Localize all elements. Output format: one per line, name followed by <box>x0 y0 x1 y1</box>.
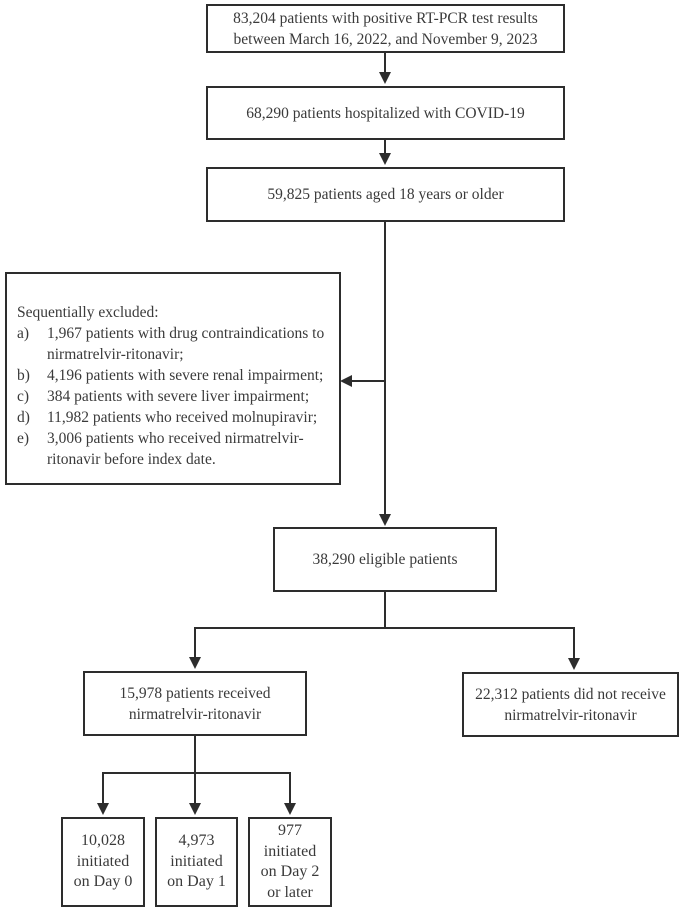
text-line: 3,006 patients who received nirmatrelvir… <box>47 430 304 447</box>
text-line: on Day 0 <box>73 873 133 891</box>
arrow-to-received-line <box>194 627 196 658</box>
text-line: initiated <box>170 852 223 870</box>
arrow-aged-to-eligible-head <box>379 514 391 526</box>
arrow-to-exclusion-head <box>340 375 352 387</box>
exclusion-item-label: e) <box>17 430 30 447</box>
text-line: 38,290 eligible patients <box>312 551 458 568</box>
exclusion-item-text: 11,982 patients who received molnupiravi… <box>47 407 317 428</box>
branch-received-stem <box>194 736 196 774</box>
text-line: 59,825 patients aged 18 years or older <box>267 186 504 203</box>
node-eligible-patients: 38,290 eligible patients <box>273 527 497 592</box>
node-received-nirmatrelvir: 15,978 patients received nirmatrelvir-ri… <box>83 671 307 736</box>
text-line: 384 patients with severe liver impairmen… <box>47 388 310 405</box>
text-line: between March 16, 2022, and November 9, … <box>233 30 538 48</box>
exclusion-item: d) 11,982 patients who received molnupir… <box>17 407 333 428</box>
text-line: 4,196 patients with severe renal impairm… <box>47 367 324 384</box>
arrow-rtpcr-to-hospitalized-head <box>379 72 391 84</box>
exclusion-item-text: 3,006 patients who received nirmatrelvir… <box>47 428 304 470</box>
arrow-to-not-received-line <box>573 627 575 659</box>
node-initiated-day0: 10,028 initiated on Day 0 <box>61 817 145 907</box>
exclusion-item-label: d) <box>17 409 30 426</box>
text-line: 83,204 patients with positive RT-PCR tes… <box>233 9 538 27</box>
exclusion-item-text: 384 patients with severe liver impairmen… <box>47 386 309 407</box>
exclusion-item: a) 1,967 patients with drug contraindica… <box>17 323 333 365</box>
node-rtpcr-patients: 83,204 patients with positive RT-PCR tes… <box>206 4 565 53</box>
text-line: nirmatrelvir-ritonavir <box>504 706 637 724</box>
node-sequentially-excluded: Sequentially excluded: a) 1,967 patients… <box>5 272 341 485</box>
arrow-to-day2-head <box>284 803 296 815</box>
arrow-to-day0-head <box>97 803 109 815</box>
node-aged-18-patients: 59,825 patients aged 18 years or older <box>206 167 565 222</box>
arrow-hospitalized-to-aged-head <box>379 153 391 165</box>
text-line: 1,967 patients with drug contraindicatio… <box>47 325 325 342</box>
text-line: initiated <box>263 842 317 860</box>
arrow-to-not-received-head <box>568 658 580 670</box>
node-initiated-day1: 4,973 initiated on Day 1 <box>155 817 238 907</box>
arrow-hospitalized-to-aged-line <box>384 140 386 154</box>
arrow-rtpcr-to-hospitalized-line <box>384 53 386 73</box>
exclusion-item-label: c) <box>17 388 30 405</box>
text-line: ritonavir before index date. <box>47 451 216 468</box>
arrow-aged-to-eligible-line <box>384 222 386 515</box>
branch-eligible-crossbar <box>194 627 575 629</box>
exclusion-item-label: a) <box>17 325 30 342</box>
text-line: or later <box>267 883 313 901</box>
arrow-to-exclusion-line <box>352 380 385 382</box>
node-hospitalized-patients: 68,290 patients hospitalized with COVID-… <box>206 86 565 140</box>
exclusion-item-text: 1,967 patients with drug contraindicatio… <box>47 323 324 365</box>
arrow-to-received-head <box>189 657 201 669</box>
arrow-to-day1-head <box>189 803 201 815</box>
text-line: on Day 2 <box>260 863 320 880</box>
arrow-to-day1-line <box>194 772 196 804</box>
node-initiated-day2-or-later: 977 initiated on Day 2 or later <box>248 817 332 907</box>
branch-received-crossbar <box>102 772 291 774</box>
arrow-to-day2-line <box>289 772 291 804</box>
text-line: 68,290 patients hospitalized with COVID-… <box>246 104 525 122</box>
exclusion-item: c) 384 patients with severe liver impair… <box>17 386 333 407</box>
text-line: 977 <box>278 822 302 839</box>
arrow-to-day0-line <box>102 772 104 804</box>
text-line: initiated <box>76 852 130 870</box>
text-line: nirmatrelvir-ritonavir; <box>47 346 184 363</box>
text-line: 4,973 <box>178 832 215 850</box>
exclusion-title: Sequentially excluded: <box>17 304 159 321</box>
text-line: 10,028 <box>81 832 125 850</box>
exclusion-item: b) 4,196 patients with severe renal impa… <box>17 365 333 386</box>
text-line: nirmatrelvir-ritonavir <box>128 705 262 723</box>
text-line: 22,312 patients did not receive <box>475 685 666 703</box>
text-line: 11,982 patients who received molnupiravi… <box>47 409 318 426</box>
text-line: on Day 1 <box>167 873 226 891</box>
exclusion-item: e) 3,006 patients who received nirmatrel… <box>17 428 333 470</box>
exclusion-item-label: b) <box>17 367 30 384</box>
text-line: 15,978 patients received <box>119 684 271 702</box>
exclusion-item-text: 4,196 patients with severe renal impairm… <box>47 365 323 386</box>
branch-eligible-stem <box>384 592 386 628</box>
node-not-received-nirmatrelvir: 22,312 patients did not receive nirmatre… <box>462 672 679 737</box>
